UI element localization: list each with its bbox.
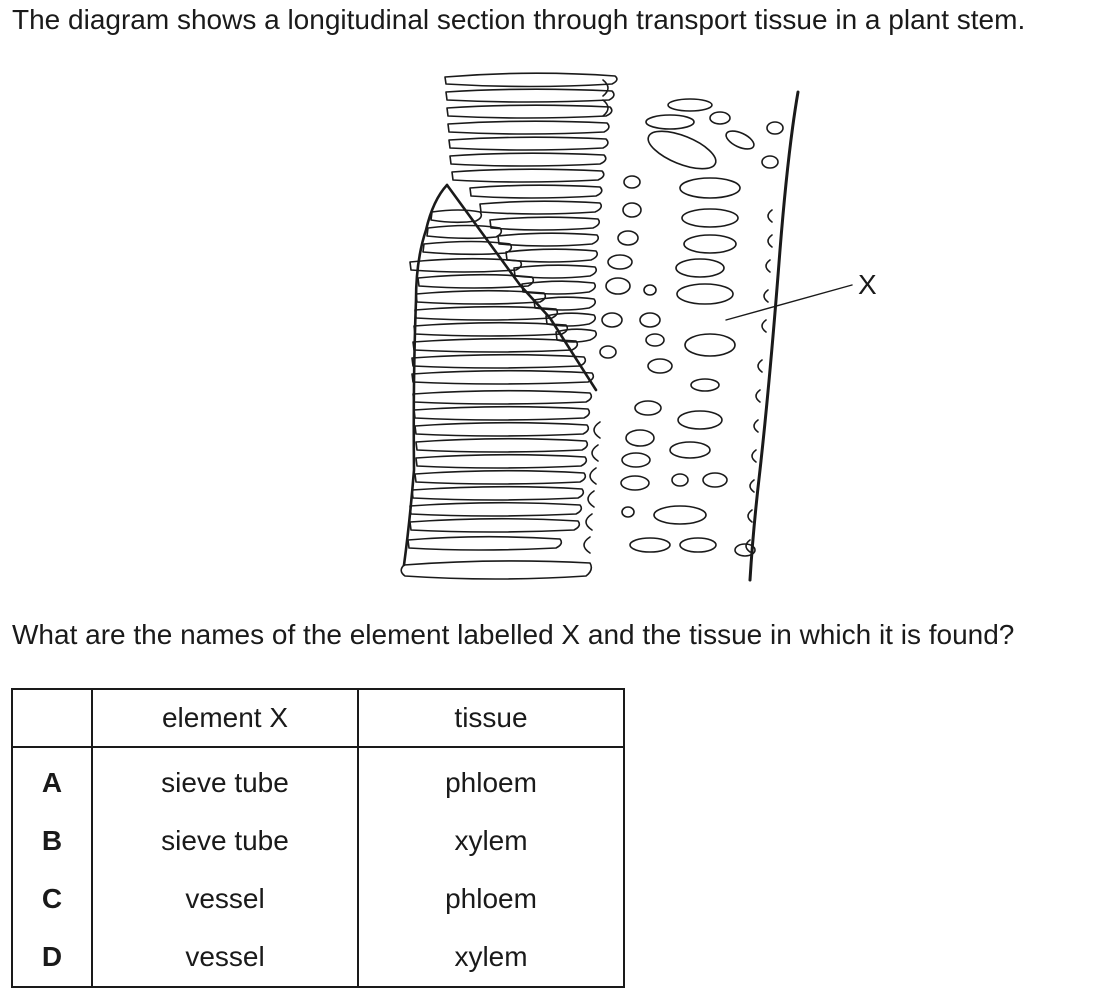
option-row-c[interactable]: C vessel phloem (11, 870, 625, 928)
edge-cells (583, 79, 773, 554)
option-tissue: phloem (358, 747, 625, 812)
option-tissue: xylem (358, 812, 625, 870)
label-x-leader (725, 284, 853, 321)
answer-table: element X tissue A sieve tube phloem B s… (11, 688, 625, 988)
label-x: X (858, 269, 877, 300)
option-tissue: phloem (358, 870, 625, 928)
option-row-d[interactable]: D vessel xylem (11, 928, 625, 988)
header-element-x: element X (92, 688, 359, 748)
option-element: sieve tube (92, 747, 359, 812)
option-element: vessel (92, 870, 359, 928)
option-element: sieve tube (92, 812, 359, 870)
option-letter: D (11, 928, 93, 988)
intro-text: The diagram shows a longitudinal section… (12, 4, 1026, 35)
vessel-outlines (402, 183, 598, 567)
option-tissue: xylem (358, 928, 625, 988)
header-tissue: tissue (358, 688, 625, 748)
option-letter: A (11, 747, 93, 812)
option-row-b[interactable]: B sieve tube xylem (11, 812, 625, 870)
stem-section-diagram: X (400, 72, 877, 582)
answer-table-header-row: element X tissue (11, 688, 625, 748)
option-letter: C (11, 870, 93, 928)
question-text: What are the names of the element labell… (12, 619, 1015, 650)
lower-vessel-bands (400, 209, 595, 580)
option-element: vessel (92, 928, 359, 988)
stem-wall-line (748, 90, 800, 582)
upper-vessel-bands (444, 72, 618, 343)
option-letter: B (11, 812, 93, 870)
adjacent-cells (599, 98, 784, 557)
option-row-a[interactable]: A sieve tube phloem (11, 747, 625, 812)
header-blank (11, 688, 93, 748)
